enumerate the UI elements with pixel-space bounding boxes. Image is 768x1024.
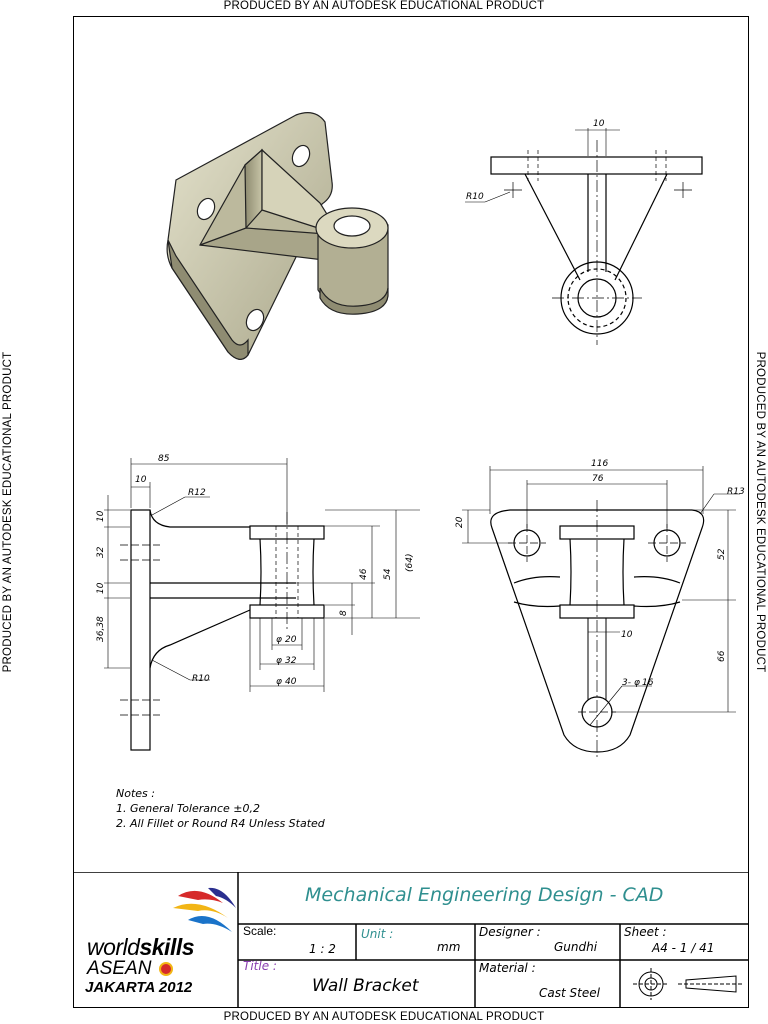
asean-emblem-icon bbox=[159, 962, 173, 976]
designer-label: Designer : bbox=[479, 925, 541, 939]
dim-side-85: 85 bbox=[158, 454, 170, 464]
dim-side-v4: 36,38 bbox=[96, 616, 106, 642]
logo-asean: ASEAN bbox=[87, 958, 152, 979]
notes-heading: Notes : bbox=[116, 787, 155, 800]
isometric-view bbox=[166, 112, 389, 360]
dim-side-r12: R12 bbox=[188, 488, 206, 498]
worldskills-swirl-icon bbox=[173, 887, 236, 932]
dim-front-20: 20 bbox=[455, 516, 465, 528]
dim-front-66: 66 bbox=[717, 650, 727, 662]
title-label: Title : bbox=[243, 959, 277, 973]
material-label: Material : bbox=[479, 961, 536, 975]
top-right-view bbox=[465, 128, 703, 345]
notes-line-1: 1. General Tolerance ±0,2 bbox=[116, 802, 261, 815]
notes-line-2: 2. All Fillet or Round R4 Unless Stated bbox=[116, 817, 325, 830]
dim-top-radius: R10 bbox=[466, 192, 484, 202]
title-value: Wall Bracket bbox=[312, 976, 419, 996]
dim-front-116: 116 bbox=[591, 459, 608, 469]
unit-label: Unit : bbox=[361, 927, 394, 941]
title-block: worldskills ASEAN JAKARTA 2012 Mechanica… bbox=[73, 872, 749, 1008]
dim-front-holes: 3- bbox=[622, 678, 631, 688]
dim-front-holes-sym: φ bbox=[634, 678, 640, 688]
dim-side-d20-sym: φ bbox=[276, 635, 282, 645]
dim-side-64: (64) bbox=[405, 554, 415, 572]
logo-world: world bbox=[87, 934, 140, 960]
material-value: Cast Steel bbox=[539, 986, 600, 1000]
dim-side-46: 46 bbox=[359, 568, 369, 580]
dim-side-d32-sym: φ bbox=[276, 656, 282, 666]
sheet-value: A4 - 1 / 41 bbox=[652, 941, 715, 955]
dim-side-d40-sym: φ bbox=[276, 677, 282, 687]
dim-side-v2: 32 bbox=[96, 546, 106, 558]
dim-side-flange: 10 bbox=[135, 475, 147, 485]
scale-label: Scale: bbox=[243, 924, 277, 938]
watermark-top: PRODUCED BY AN AUTODESK EDUCATIONAL PROD… bbox=[223, 0, 545, 12]
scale-value: 1 : 2 bbox=[309, 942, 336, 956]
dim-side-8: 8 bbox=[339, 610, 349, 616]
designer-value: Gundhi bbox=[554, 940, 598, 954]
dim-front-52: 52 bbox=[717, 548, 727, 560]
drawing-headline: Mechanical Engineering Design - CAD bbox=[305, 884, 664, 906]
notes: Notes : 1. General Tolerance ±0,2 2. All… bbox=[116, 786, 325, 831]
logo-jakarta: JAKARTA 2012 bbox=[85, 979, 193, 996]
dim-side-r10: R10 bbox=[192, 674, 210, 684]
dim-side-54: 54 bbox=[383, 568, 393, 580]
watermark-bottom: PRODUCED BY AN AUTODESK EDUCATIONAL PROD… bbox=[223, 1011, 545, 1023]
unit-value: mm bbox=[437, 940, 461, 954]
dim-side-d32: 32 bbox=[285, 656, 297, 666]
logo-cell: worldskills ASEAN JAKARTA 2012 bbox=[73, 872, 238, 1008]
logo-skills: skills bbox=[139, 934, 195, 960]
dim-side-d40: 40 bbox=[285, 677, 297, 687]
title-block-grid bbox=[73, 872, 749, 1008]
dim-side-d20: 20 bbox=[285, 635, 297, 645]
dim-front-76: 76 bbox=[592, 474, 604, 484]
drawing-frame bbox=[73, 16, 749, 1008]
dim-side-v1: 10 bbox=[96, 510, 106, 522]
side-view bbox=[104, 458, 420, 751]
dim-front-r13: R13 bbox=[727, 487, 745, 497]
dim-front-10: 10 bbox=[621, 630, 633, 640]
sheet-label: Sheet : bbox=[624, 925, 667, 939]
projection-symbol-icon bbox=[633, 968, 742, 1000]
dim-top-width: 10 bbox=[593, 119, 605, 129]
dim-front-holes-d: 16 bbox=[642, 678, 654, 688]
dim-side-v3: 10 bbox=[96, 582, 106, 594]
front-view bbox=[462, 466, 740, 760]
